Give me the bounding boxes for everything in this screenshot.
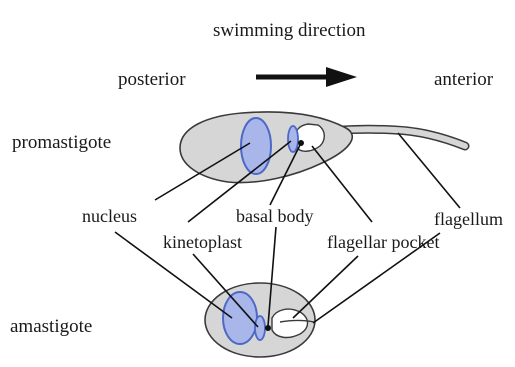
amastigote-label: amastigote: [10, 316, 92, 337]
promastigote-label: promastigote: [12, 132, 111, 153]
flagellar-pocket-label: flagellar pocket: [327, 232, 439, 252]
anterior-label: anterior: [434, 69, 494, 90]
flagellar-pocket-leader-amastigote: [293, 256, 358, 318]
nucleus-label: nucleus: [82, 206, 137, 226]
promastigote-kinetoplast: [288, 126, 298, 152]
flagellum-label: flagellum: [434, 209, 503, 229]
promastigote-cell: [180, 112, 465, 183]
posterior-label: posterior: [118, 69, 186, 90]
direction-arrow: [256, 67, 357, 87]
amastigote-cell: [205, 283, 315, 357]
flagellar-pocket-leader-promastigote: [312, 146, 372, 222]
amastigote-kinetoplast: [255, 316, 265, 340]
basal-body-label: basal body: [236, 206, 313, 226]
swimming-direction-label: swimming direction: [213, 20, 366, 41]
promastigote-basal-body: [298, 140, 304, 146]
kinetoplast-label: kinetoplast: [163, 232, 242, 252]
amastigote-nucleus: [223, 292, 257, 344]
amastigote-flagellar-pocket: [272, 309, 308, 337]
